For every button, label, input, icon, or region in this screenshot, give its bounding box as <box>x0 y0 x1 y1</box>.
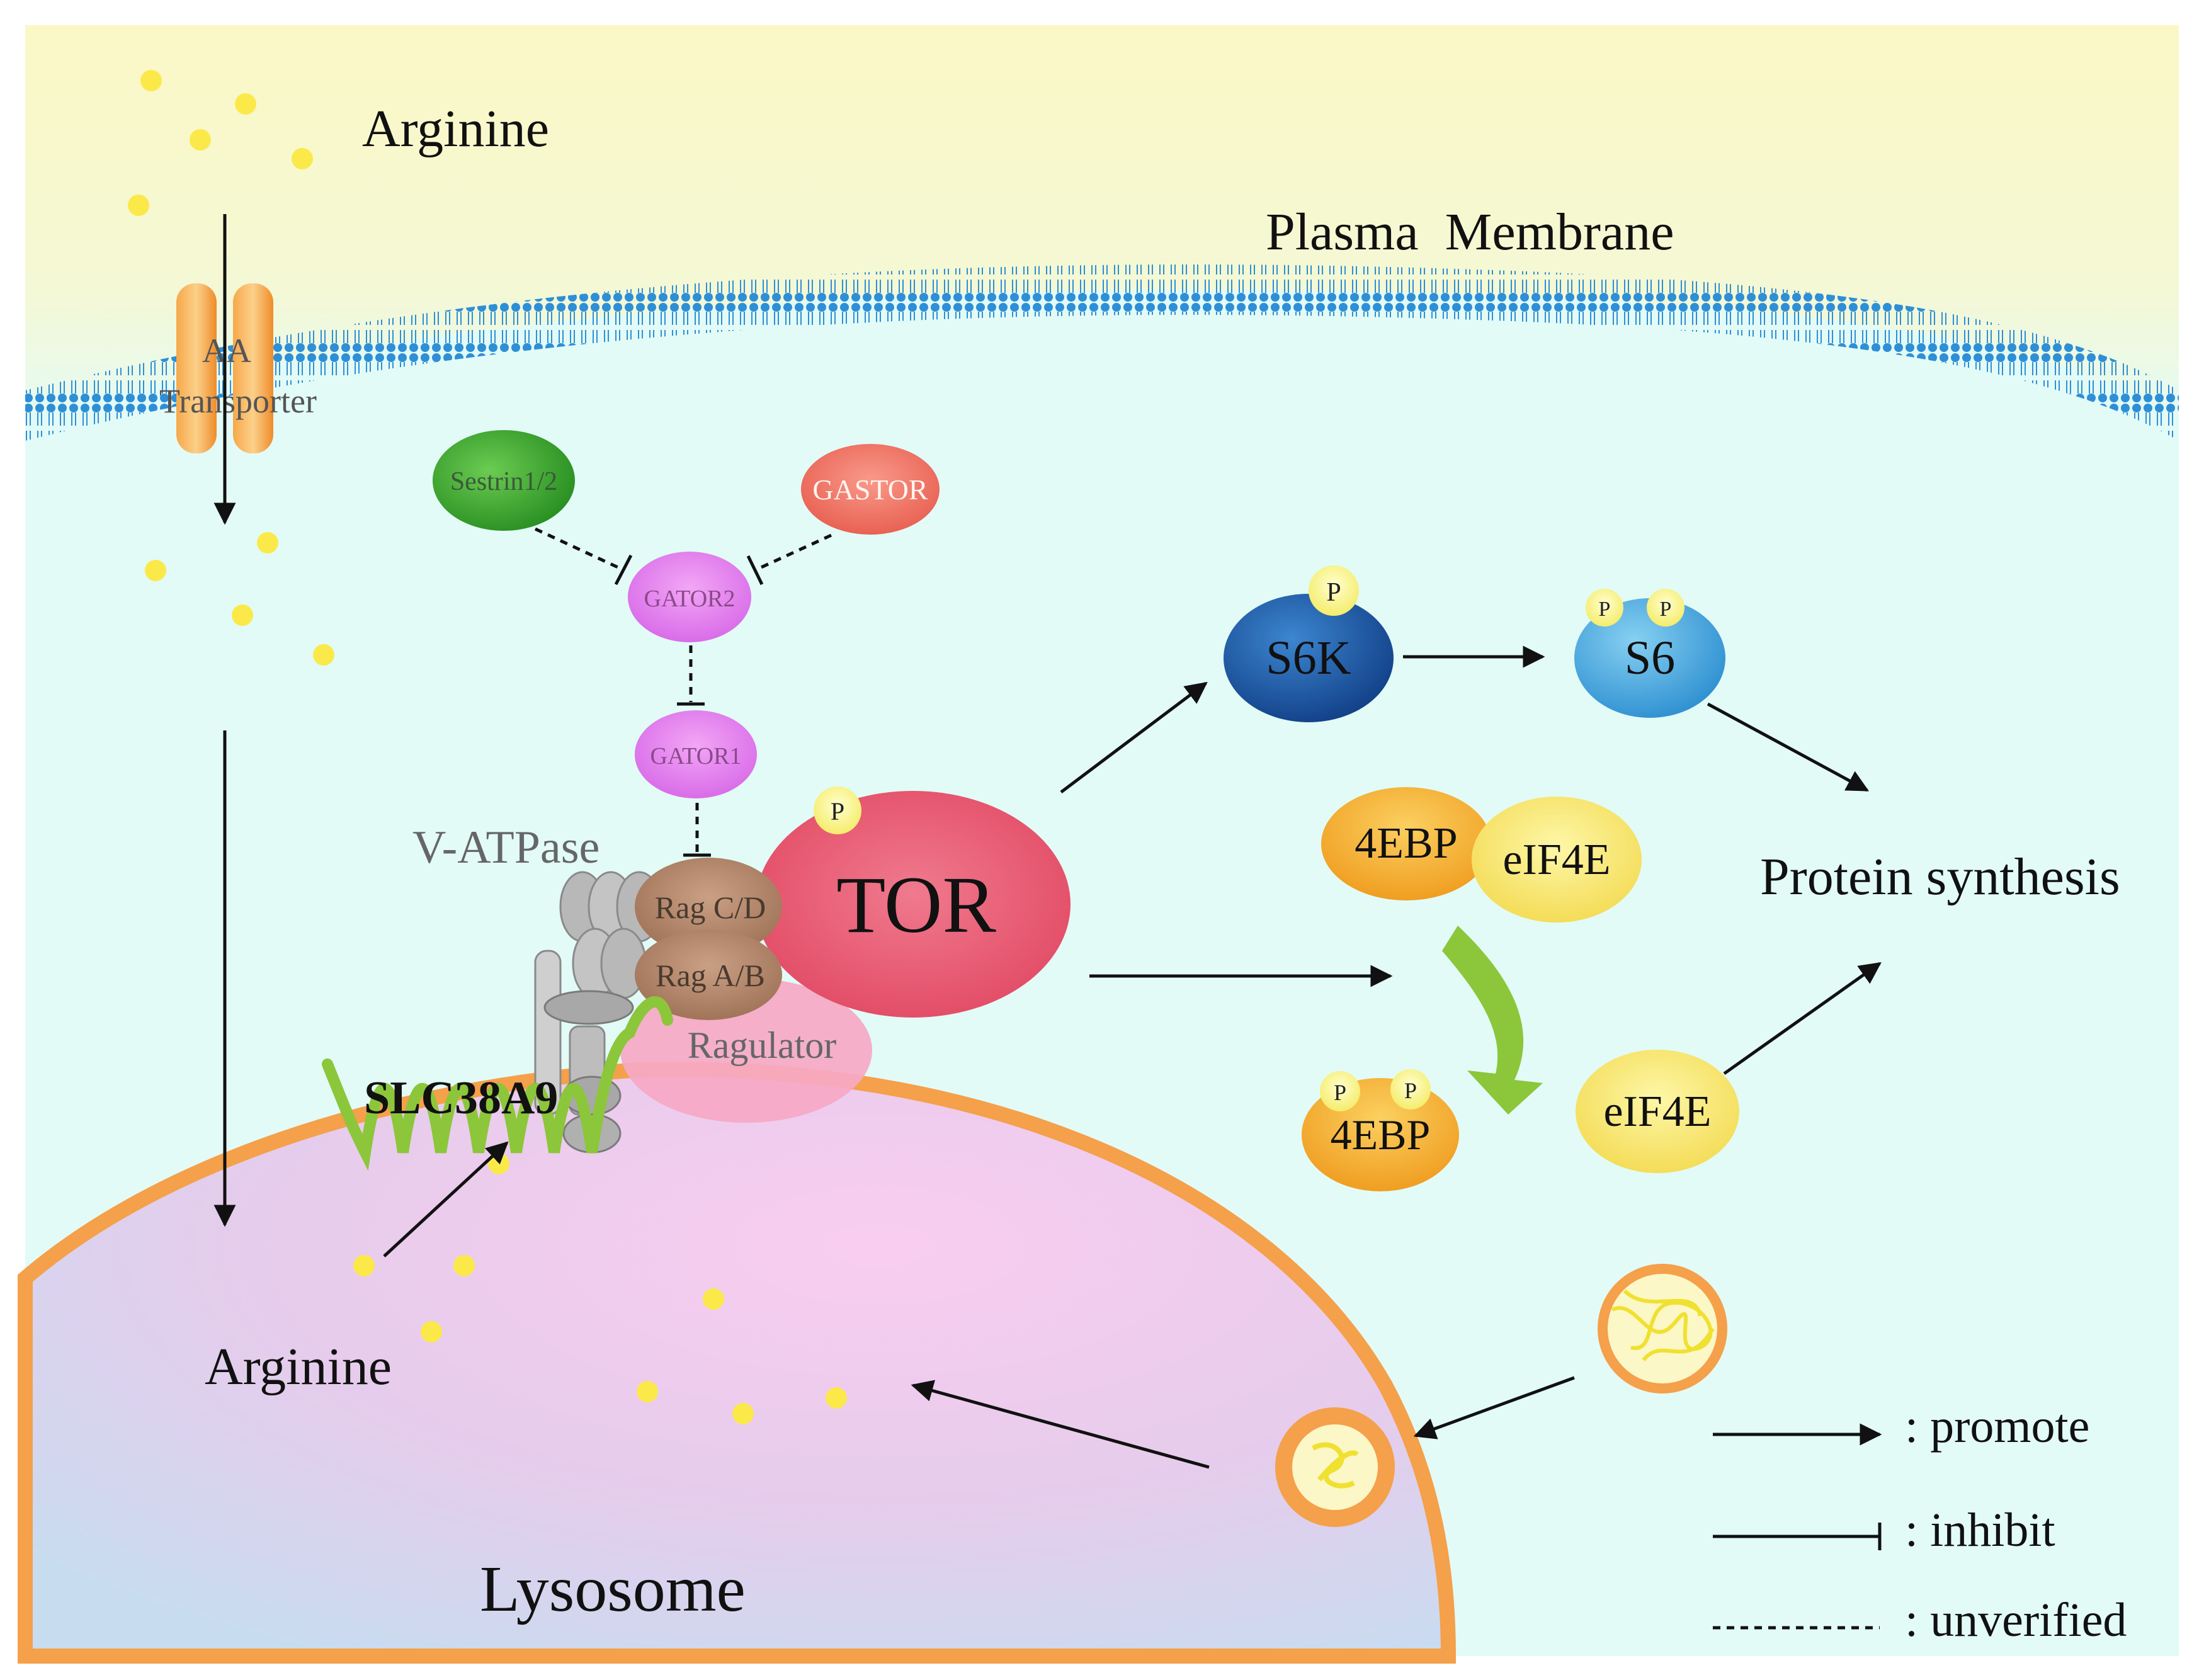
gator1-inhibits-rag <box>683 803 711 857</box>
s6-phospho-label-1: P <box>1599 598 1611 621</box>
lysosome <box>18 1062 1457 1664</box>
s6k-node <box>1224 594 1394 722</box>
tor-node <box>756 791 1071 1018</box>
four-ebp-phospho-badge-2 <box>1390 1069 1431 1110</box>
protein-synthesis-label: Protein synthesis <box>1760 848 2120 906</box>
sestrin-node <box>433 430 575 531</box>
s6-node <box>1574 598 1725 718</box>
four-ebp-phos-label: 4EBP <box>1331 1111 1431 1159</box>
ragulator-label: Ragulator <box>688 1024 837 1066</box>
gator2-node <box>628 552 751 642</box>
s6-to-protein-synthesis-arrow <box>1707 702 1870 792</box>
gastor-inhibits-gator2 <box>746 533 832 586</box>
arginine-dots-outside <box>128 70 313 216</box>
lysosome-label: Lysosome <box>480 1553 746 1625</box>
aa-transporter-label-line1: AA <box>202 332 251 370</box>
arginine-lysosome-label: Arginine <box>205 1337 392 1396</box>
rag-cd-label: Rag C/D <box>655 890 766 925</box>
autolysosome <box>1275 1407 1395 1527</box>
plasma-membrane-label: Plasma Membrane <box>1266 203 1674 261</box>
aa-transporter <box>176 283 273 453</box>
eif4e-free-node <box>1576 1050 1739 1173</box>
gator2-inhibits-gator1 <box>677 645 705 706</box>
autophagosome <box>1598 1264 1727 1393</box>
four-ebp-node <box>1321 787 1491 900</box>
autophagosome-to-lysosome-arrow <box>1413 1376 1575 1439</box>
gastor-label: GASTOR <box>812 474 928 506</box>
legend: : promote : inhibit : unverified <box>1713 1400 2127 1647</box>
slc38a9-helix <box>322 996 673 1171</box>
autolysosome-to-lysosome-arrow <box>911 1380 1210 1469</box>
sestrin-label: Sestrin1/2 <box>450 467 557 496</box>
rag-ab-node <box>635 929 782 1020</box>
eif4e-bound-node <box>1472 797 1642 922</box>
s6k-phospho-badge <box>1309 565 1359 616</box>
four-ebp-phospho-label-1: P <box>1334 1080 1346 1105</box>
v-atpase-complex <box>534 871 662 1154</box>
plasma-membrane <box>25 264 2179 441</box>
slc38a9-label: SLC38A9 <box>364 1072 558 1124</box>
s6k-phospho-label: P <box>1326 578 1341 607</box>
s6-phospho-label-2: P <box>1660 598 1672 621</box>
arginine-outside-label: Arginine <box>362 99 549 158</box>
s6-phospho-badge-1 <box>1586 589 1623 627</box>
s6k-label: S6K <box>1266 632 1351 684</box>
rag-cd-node <box>635 858 782 956</box>
tor-phospho-badge <box>814 786 861 834</box>
sestrin-inhibits-gator2 <box>534 527 633 586</box>
gator2-label: GATOR2 <box>644 586 736 612</box>
gator1-node <box>635 710 757 798</box>
tor-label: TOR <box>836 860 996 950</box>
four-ebp-label: 4EBP <box>1355 819 1457 868</box>
legend-promote-label: : promote <box>1905 1400 2089 1453</box>
arginine-dots-cytoplasm <box>145 532 334 666</box>
gastor-node <box>801 444 940 535</box>
aa-transporter-label-line2: Transporter <box>159 382 317 420</box>
v-atpase-label: V-ATPase <box>412 822 599 873</box>
legend-unverified-label: : unverified <box>1905 1594 2127 1647</box>
rag-ab-label: Rag A/B <box>656 958 765 993</box>
four-ebp-phospho-label-2: P <box>1404 1078 1417 1103</box>
four-ebp-phospho-badge-1 <box>1320 1071 1360 1111</box>
dissociation-green-arrow <box>1442 926 1543 1115</box>
tor-phospho-label: P <box>831 797 844 826</box>
s6-label: S6 <box>1625 632 1675 684</box>
tor-to-s6k-arrow <box>1060 681 1208 793</box>
s6-phospho-badge-2 <box>1647 589 1684 627</box>
arginine-to-slc38a9-arrow <box>383 1141 509 1257</box>
eif4e-bound-label: eIF4E <box>1502 836 1610 884</box>
gator1-label: GATOR1 <box>650 743 742 769</box>
legend-inhibit-label: : inhibit <box>1905 1504 2055 1557</box>
eif4e-free-label: eIF4E <box>1603 1087 1711 1136</box>
eif4e-to-protein-synthesis-arrow <box>1723 962 1882 1076</box>
